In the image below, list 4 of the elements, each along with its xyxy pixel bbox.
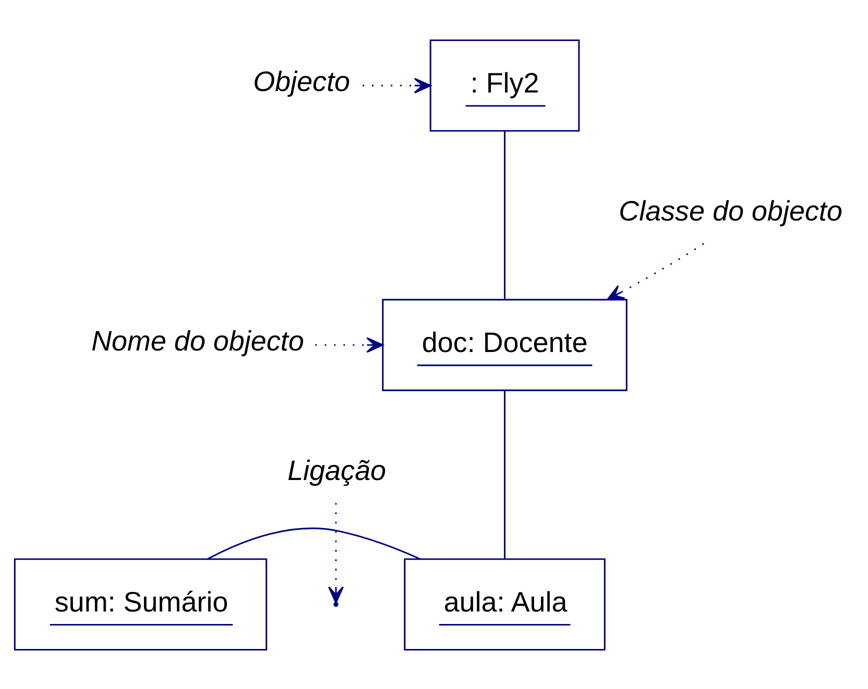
node-text: Classe do objecto (618, 195, 842, 226)
node-text: Objecto (253, 65, 350, 96)
node-text: Nome do objecto (91, 324, 304, 356)
node-text: Ligação (287, 454, 386, 486)
